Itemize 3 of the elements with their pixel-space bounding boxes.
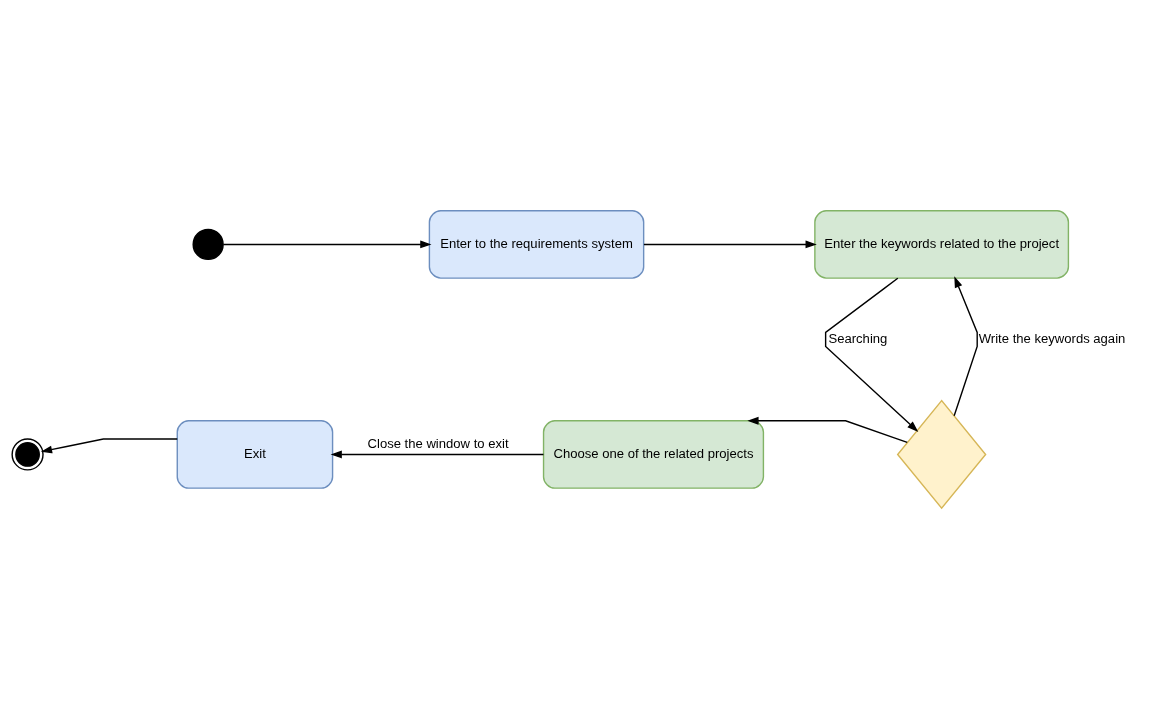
- edge-label: Searching: [828, 330, 888, 346]
- edge-label: Write the keywords again: [978, 330, 1126, 346]
- edge-label: Close the window to exit: [367, 435, 509, 451]
